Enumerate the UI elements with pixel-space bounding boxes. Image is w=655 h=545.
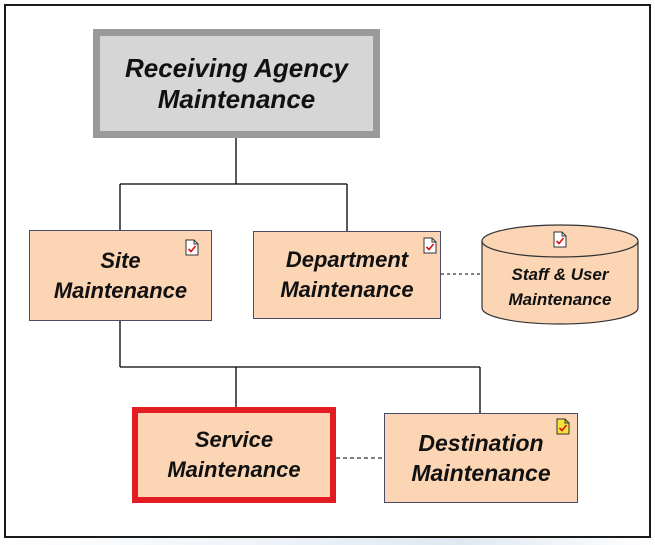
site-line2: Maintenance [53,277,188,303]
node-department-maintenance[interactable]: Department Maintenance [253,231,441,319]
root-node-line1: Receiving Agency [124,52,348,83]
document-check-icon [423,237,437,254]
node-service-maintenance-highlighted[interactable]: Service Maintenance [132,407,336,503]
department-line2: Maintenance [280,277,414,302]
service-line2: Maintenance [167,457,301,482]
root-node-line2: Maintenance [157,83,316,114]
staff-user-line1: Staff & User [511,265,609,284]
staff-user-line2: Maintenance [508,290,612,309]
site-line1: Site [100,247,141,273]
department-line1: Department [285,247,409,272]
node-destination-maintenance[interactable]: Destination Maintenance [384,413,578,503]
service-line1: Service [194,427,274,452]
document-check-icon [553,231,567,248]
document-check-icon [185,239,199,256]
node-site-maintenance[interactable]: Site Maintenance [29,230,212,321]
bottom-strip [0,538,655,545]
destination-line1: Destination [418,430,544,456]
document-check-yellow-icon [556,418,570,435]
destination-line2: Maintenance [411,460,551,486]
root-node-receiving-agency-maintenance[interactable]: Receiving Agency Maintenance [93,29,380,138]
staff-user-label: Staff & User Maintenance [481,262,639,312]
